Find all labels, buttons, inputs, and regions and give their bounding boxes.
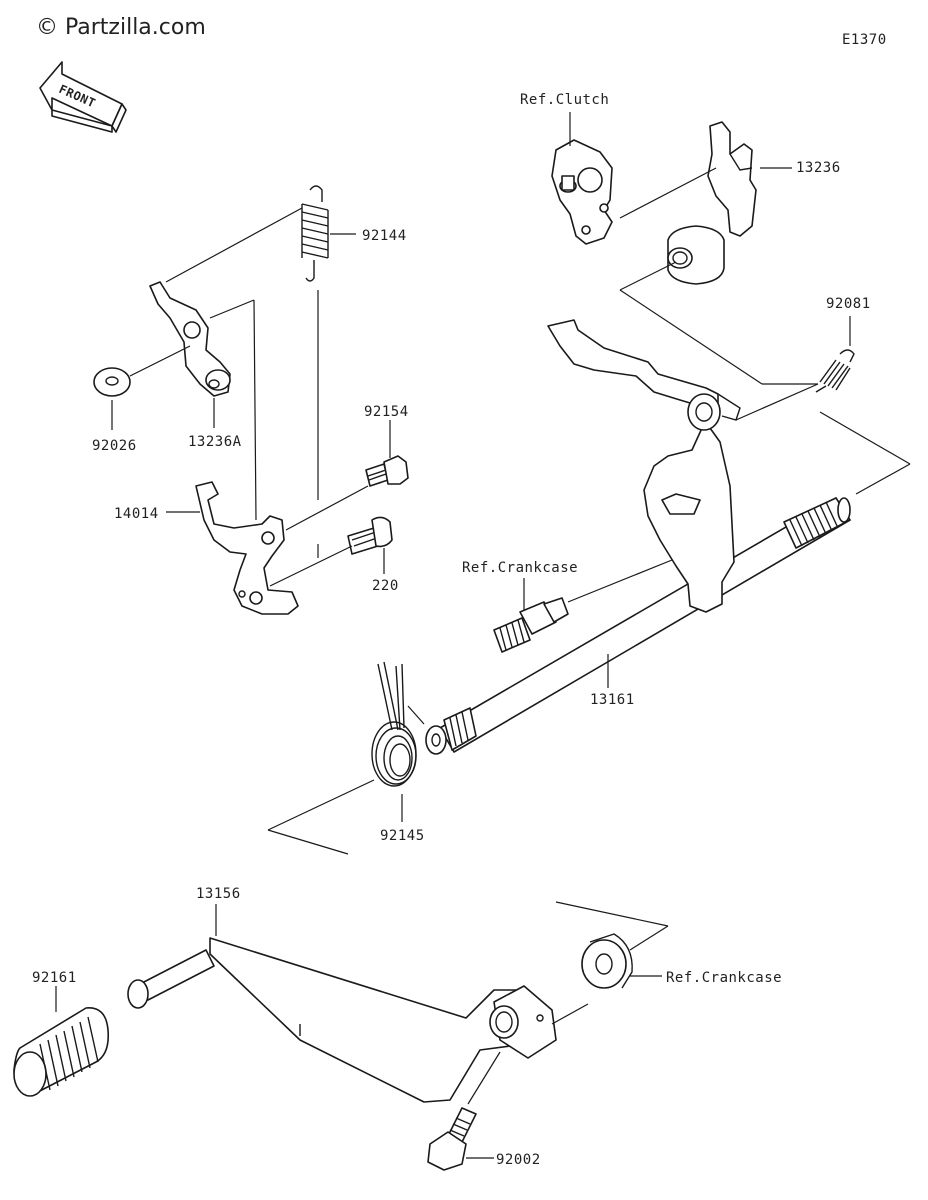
label-92154: 92154 (364, 404, 409, 420)
label-13236: 13236 (796, 160, 841, 176)
part-13156-pedal (127, 937, 557, 1103)
label-92161: 92161 (32, 970, 77, 986)
label-ref-crankcase-upper: Ref.Crankcase (462, 560, 578, 576)
label-92002: 92002 (496, 1152, 541, 1168)
label-ref-crankcase-lower: Ref.Crankcase (666, 970, 782, 986)
assembly-lines (55, 112, 911, 1159)
label-92144: 92144 (362, 228, 407, 244)
part-14014-bracket (195, 481, 299, 615)
part-92002-bolt (427, 1107, 477, 1171)
part-13236A-arm (149, 281, 231, 397)
part-ref-crankcase-collar (581, 933, 633, 989)
watermark-text: © Partzilla.com (36, 15, 206, 40)
part-92144-spring (301, 185, 329, 282)
part-ref-clutch-bracket (551, 139, 613, 245)
part-92026-washer (93, 367, 131, 397)
part-13161-shift-shaft (425, 319, 851, 755)
part-92081-spring (815, 349, 855, 393)
label-92145: 92145 (380, 828, 425, 844)
label-13161: 13161 (590, 692, 635, 708)
part-ref-crankcase-stud (493, 597, 569, 653)
label-ref-clutch: Ref.Clutch (520, 92, 609, 108)
label-14014: 14014 (114, 506, 159, 522)
diagram-code: E1370 (842, 32, 887, 48)
part-92161-rubber (13, 1007, 110, 1097)
part-92154-bolt (365, 455, 409, 487)
label-92026: 92026 (92, 438, 137, 454)
front-arrow-icon: FRONT (39, 61, 127, 133)
label-13236A: 13236A (188, 434, 242, 450)
part-92145-torsion-spring (371, 661, 417, 787)
label-13156: 13156 (196, 886, 241, 902)
label-92081: 92081 (826, 296, 871, 312)
part-13236-shift-arm (667, 121, 757, 285)
label-220: 220 (372, 578, 399, 594)
part-220-bolt (347, 516, 393, 555)
